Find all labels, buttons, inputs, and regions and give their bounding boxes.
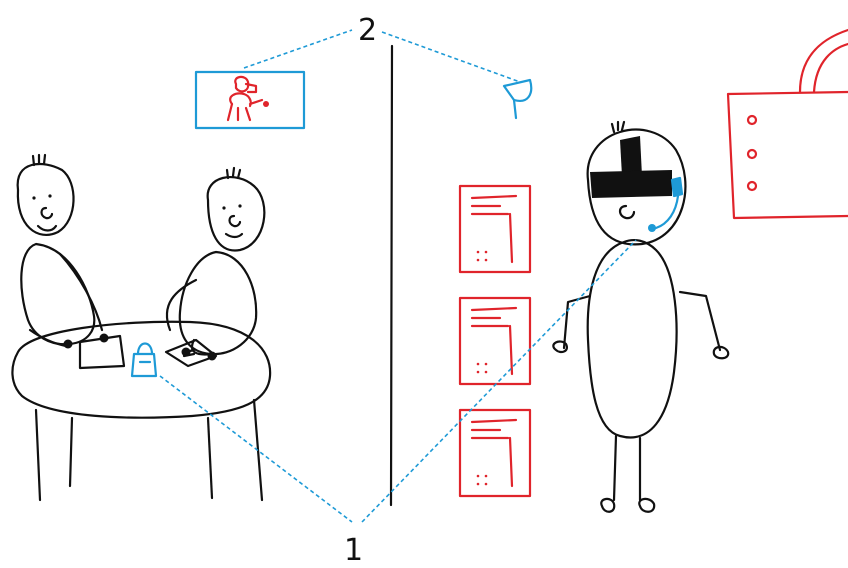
virtual-document-2 (460, 298, 530, 384)
camera-icon (504, 80, 531, 118)
video-screen (196, 72, 304, 128)
person-left (18, 155, 102, 346)
divider-wall (391, 46, 392, 505)
vr-user (553, 122, 728, 512)
label-two: 2 (358, 13, 377, 48)
virtual-document-1 (460, 186, 530, 272)
smart-speaker-device (132, 344, 156, 377)
virtual-bag (728, 30, 848, 218)
label-one: 1 (344, 533, 363, 568)
person-right (167, 168, 264, 354)
virtual-document-3 (460, 410, 530, 496)
round-table (12, 322, 270, 500)
